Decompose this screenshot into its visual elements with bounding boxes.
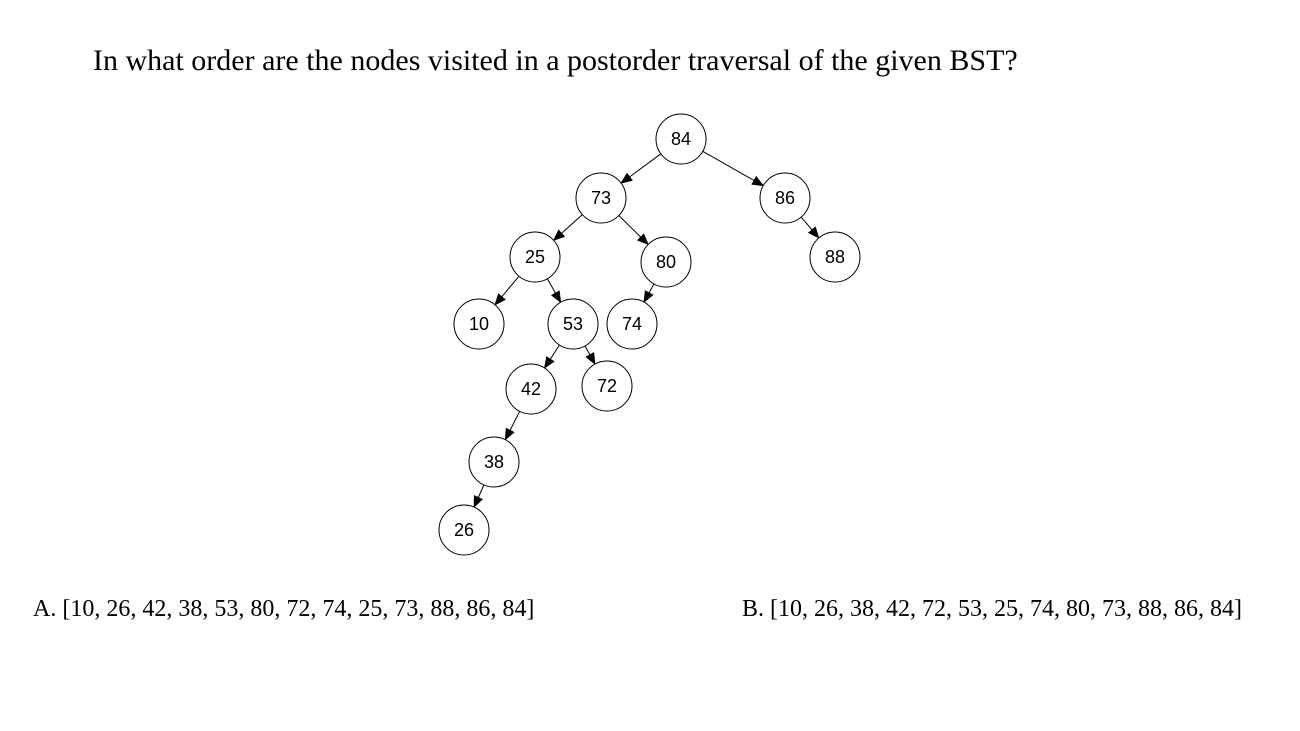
tree-node-38: 38 xyxy=(468,436,520,488)
tree-node-53: 53 xyxy=(547,298,599,350)
tree-node-72: 72 xyxy=(581,360,633,412)
tree-node-84: 84 xyxy=(655,113,707,165)
tree-node-26: 26 xyxy=(438,504,490,556)
node-label: 42 xyxy=(521,379,541,399)
edge-84-to-73 xyxy=(620,153,662,184)
node-label: 88 xyxy=(825,247,845,267)
node-label: 25 xyxy=(525,247,545,267)
node-label: 74 xyxy=(622,314,642,334)
node-circle xyxy=(547,298,599,350)
tree-node-86: 86 xyxy=(759,172,811,224)
edge-25-to-53 xyxy=(546,278,562,304)
tree-node-25: 25 xyxy=(509,231,561,283)
node-label: 26 xyxy=(454,520,474,540)
node-circle xyxy=(575,172,627,224)
edge-84-to-86 xyxy=(702,150,765,187)
tree-node-80: 80 xyxy=(640,236,692,288)
tree-node-74: 74 xyxy=(606,298,658,350)
edge-53-to-72 xyxy=(584,345,596,365)
edge-25-to-10 xyxy=(494,275,520,306)
node-label: 53 xyxy=(563,314,583,334)
node-circle xyxy=(505,363,557,415)
edge-73-to-25 xyxy=(552,214,583,242)
node-label: 38 xyxy=(484,452,504,472)
edge-38-to-26 xyxy=(473,484,485,509)
node-label: 86 xyxy=(775,188,795,208)
node-circle xyxy=(581,360,633,412)
node-label: 10 xyxy=(469,314,489,334)
question-text: In what order are the nodes visited in a… xyxy=(93,44,1018,77)
tree-node-10: 10 xyxy=(453,298,505,350)
node-circle xyxy=(606,298,658,350)
node-label: 72 xyxy=(597,376,617,396)
node-circle xyxy=(438,504,490,556)
node-label: 84 xyxy=(671,129,691,149)
edge-53-to-42 xyxy=(544,344,560,369)
edges-layer xyxy=(473,150,820,509)
node-circle xyxy=(655,113,707,165)
nodes-layer: 84 73 86 88 25 80 10 53 74 42 72 38 26 xyxy=(438,113,861,556)
tree-node-42: 42 xyxy=(505,363,557,415)
node-circle xyxy=(809,231,861,283)
tree-node-73: 73 xyxy=(575,172,627,224)
node-circle xyxy=(453,298,505,350)
edge-86-to-88 xyxy=(800,216,820,239)
node-circle xyxy=(468,436,520,488)
node-circle xyxy=(640,236,692,288)
tree-node-88: 88 xyxy=(809,231,861,283)
option-a: A. [10, 26, 42, 38, 53, 80, 72, 74, 25, … xyxy=(33,596,535,622)
edge-42-to-38 xyxy=(504,411,521,441)
edge-80-to-74 xyxy=(643,283,655,303)
node-circle xyxy=(759,172,811,224)
option-b: B. [10, 26, 38, 42, 72, 53, 25, 74, 80, … xyxy=(742,596,1242,622)
node-circle xyxy=(509,231,561,283)
edge-73-to-80 xyxy=(618,215,649,246)
node-label: 73 xyxy=(591,188,611,208)
node-label: 80 xyxy=(656,252,676,272)
